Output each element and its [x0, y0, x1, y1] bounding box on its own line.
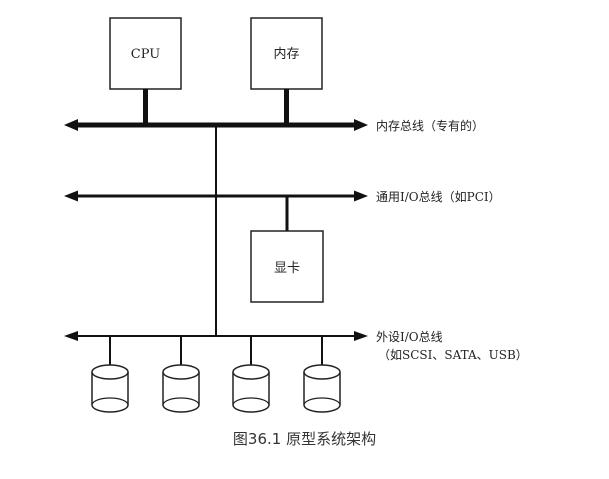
peripheral-bus: [64, 331, 368, 341]
disk-top: [303, 364, 341, 380]
disk-body: [91, 372, 129, 413]
disk-body: [303, 372, 341, 413]
peripheral-bus-sublabel: （如SCSI、SATA、USB）: [378, 347, 528, 362]
disk-2: [162, 336, 200, 413]
disk-1: [91, 336, 129, 413]
arrow-left-icon: [64, 331, 78, 341]
figure-caption: 图36.1 原型系统架构: [232, 430, 377, 448]
arrow-right-icon: [354, 119, 368, 131]
disk-bottom-rim: [91, 397, 129, 406]
cpu-component: CPU: [109, 17, 182, 90]
memory-component: 内存: [250, 17, 323, 90]
disk-bottom-rim: [232, 397, 270, 406]
peripheral-bus-label: 外设I/O总线: [376, 330, 443, 344]
disk-body: [232, 372, 270, 413]
arrow-right-icon: [354, 331, 368, 341]
io-bus-label: 通用I/O总线（如PCI）: [376, 189, 501, 204]
cpu-label: CPU: [131, 47, 160, 62]
graphics-card-component: 显卡: [250, 230, 324, 303]
disk-top: [162, 364, 200, 380]
disk-4: [303, 336, 341, 413]
arrow-left-icon: [64, 119, 78, 131]
memory-label: 内存: [273, 46, 299, 62]
disk-bottom-rim: [162, 397, 200, 406]
graphics-card-label: 显卡: [274, 261, 300, 276]
arrow-right-icon: [354, 190, 368, 202]
io-bus: [64, 190, 368, 202]
disk-3: [232, 336, 270, 413]
disk-top: [91, 364, 129, 380]
memory-bus-label: 内存总线（专有的）: [376, 118, 484, 133]
disk-body: [162, 372, 200, 413]
arrow-left-icon: [64, 190, 78, 202]
disk-top: [232, 364, 270, 380]
disk-bottom-rim: [303, 397, 341, 406]
memory-bus: [64, 119, 368, 131]
